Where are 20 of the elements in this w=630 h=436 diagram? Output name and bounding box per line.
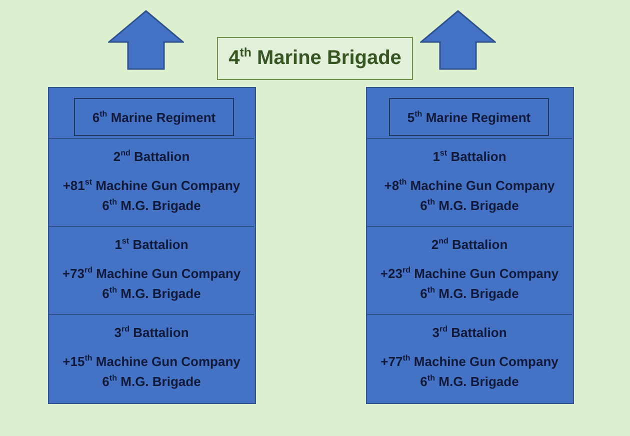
battalion-name: 3$^{rd}$ Battalion	[114, 325, 189, 340]
regiment-name: 6$^{th}$ Marine Regiment	[92, 110, 216, 124]
battalion-name: 3$^{rd}$ Battalion	[432, 325, 507, 340]
company-note: +8$^{th}$ Machine Gun Company 6$^{th}$ M.G. Brigade	[383, 176, 556, 215]
regiment-panel	[366, 87, 574, 404]
regiment-box	[389, 98, 549, 136]
battalion-name: 2$^{nd}$ Battalion	[113, 149, 190, 164]
regiment-name: 5$^{th}$ Marine Regiment	[407, 110, 531, 124]
battalion-name: 1$^{st}$ Battalion	[114, 237, 188, 252]
brigade-title: 4$^{th}$ Marine Brigade	[228, 47, 402, 70]
company-note: +73$^{rd}$ Machine Gun Company 6$^{th}$ M.G. Brigade	[61, 264, 242, 303]
company-note: +23$^{rd}$ Machine Gun Company 6$^{th}$ M.G. Brigade	[379, 264, 560, 303]
battalion-name: 2$^{nd}$ Battalion	[431, 237, 508, 252]
regiment-panel	[48, 87, 256, 404]
company-note: +81$^{st}$ Machine Gun Company 6$^{th}$ M.G. Brigade	[62, 176, 242, 215]
company-note: +77$^{th}$ Machine Gun Company 6$^{th}$ M.G. Brigade	[380, 352, 560, 391]
regiment-box	[74, 98, 234, 136]
company-note: +15$^{th}$ Machine Gun Company 6$^{th}$ M.G. Brigade	[62, 352, 242, 391]
battalion-name: 1$^{st}$ Battalion	[432, 149, 506, 164]
node-box	[217, 37, 413, 80]
